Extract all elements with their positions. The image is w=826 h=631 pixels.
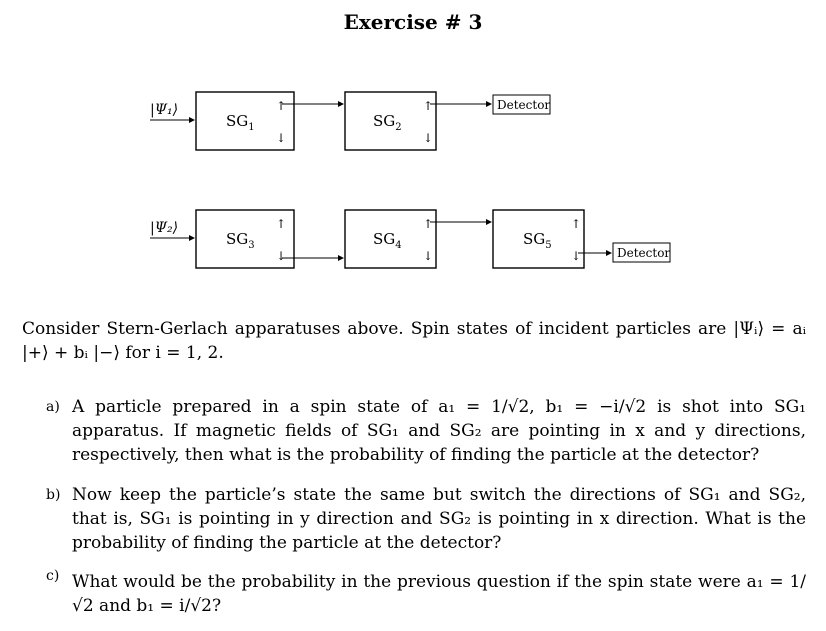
sg3-down-arrow: ↓ [276,249,286,263]
question-b: b) Now keep the particle’s state the sam… [46,483,806,555]
question-a-text: A particle prepared in a spin state of a… [72,397,806,465]
intro-paragraph: Consider Stern-Gerlach apparatuses above… [22,319,806,363]
sg3-box [195,209,295,269]
question-a: a) A particle prepared in a spin state o… [46,395,806,467]
psi2-label: |Ψ₂⟩ [150,220,178,236]
sg2-down-arrow: ↓ [423,131,433,145]
sg1-label: SG1 [226,112,255,133]
sg5-box [492,209,585,269]
detector-1-label: Detector [497,98,550,112]
sg3-up-arrow: ↑ [276,217,286,231]
sg4-box [344,209,437,269]
question-c: c) What would be the probability in the … [46,568,806,618]
exercise-title: Exercise # 3 [343,10,483,34]
sg4-down-arrow: ↓ [423,249,433,263]
sg4-label: SG4 [373,230,402,251]
psi1-label: |Ψ₁⟩ [150,102,178,118]
detector-2 [612,242,671,263]
sg3-label: SG3 [226,230,255,251]
question-c-text: What would be the probability in the pre… [72,572,806,616]
question-a-label: a) [46,399,60,415]
sg5-down-arrow: ↓ [571,249,581,263]
sg1-down-arrow: ↓ [276,131,286,145]
sg2-box [344,91,437,151]
question-c-label: c) [46,568,60,584]
question-b-text: Now keep the particle’s state the same b… [72,485,806,553]
sg2-up-arrow: ↑ [423,99,433,113]
sg5-label: SG5 [523,230,552,251]
detector-1 [492,94,551,115]
sg1-box [195,91,295,151]
stern-gerlach-diagram: |Ψ₁⟩ SG1 ↑ ↓ SG2 ↑ ↓ Detector |Ψ₂⟩ SG3 ↑… [150,91,671,269]
question-b-label: b) [46,487,61,503]
sg4-up-arrow: ↑ [423,217,433,231]
sg5-up-arrow: ↑ [571,217,581,231]
sg1-up-arrow: ↑ [276,99,286,113]
detector-2-label: Detector [617,246,670,260]
sg2-label: SG2 [373,112,402,133]
